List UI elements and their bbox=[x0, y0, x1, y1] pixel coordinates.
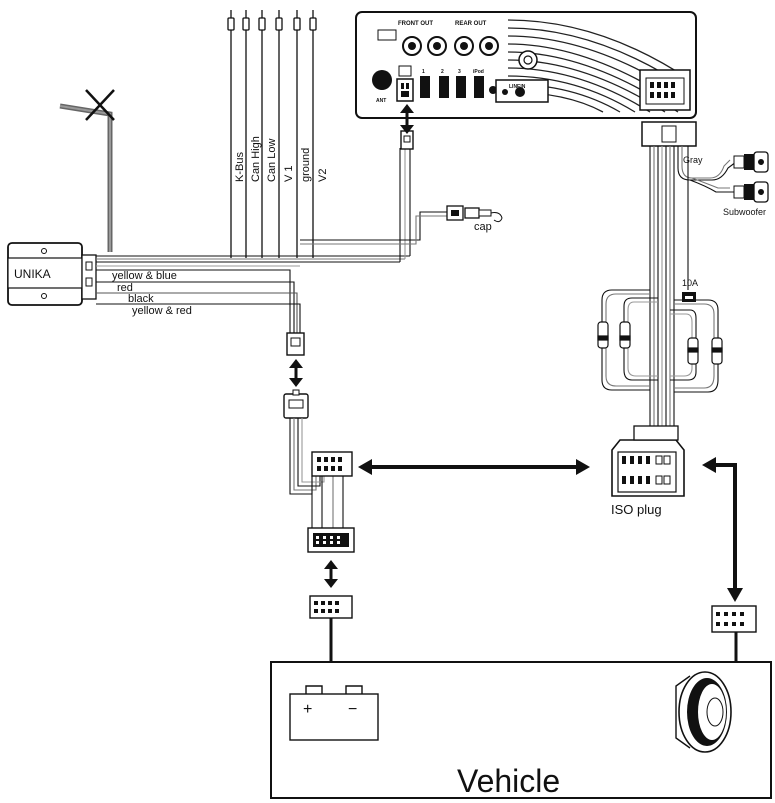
double-arrow-icon bbox=[289, 359, 303, 387]
unika-module: UNIKA bbox=[7, 242, 97, 306]
iso-harness: 10A Gray Subwoofer bbox=[597, 121, 769, 426]
rca-jack-icon bbox=[733, 151, 769, 173]
main-harness bbox=[96, 148, 448, 333]
bus-wire-label: V2 bbox=[317, 169, 329, 182]
wire-label-yellow-red: yellow & red bbox=[132, 305, 192, 317]
bus-wire-label: Can High bbox=[250, 136, 262, 182]
unika-harness-plug bbox=[286, 332, 305, 356]
speaker-icon bbox=[675, 671, 732, 753]
fuse-icon bbox=[682, 292, 696, 302]
rear-out-label: REAR OUT bbox=[455, 21, 487, 27]
cap-connector: cap bbox=[446, 205, 503, 233]
double-arrow-icon bbox=[358, 459, 590, 475]
unika-label: UNIKA bbox=[14, 267, 51, 281]
mating-plug bbox=[283, 389, 309, 419]
bus-wire-label: Can Low bbox=[266, 139, 278, 182]
elbow-arrow-icon bbox=[702, 457, 743, 602]
usb-port-label: 2 bbox=[441, 69, 444, 75]
vehicle-plug-left bbox=[309, 595, 353, 662]
wire-label-yellow-blue: yellow & blue bbox=[112, 270, 177, 282]
double-arrow-icon bbox=[324, 560, 338, 588]
module-wire-labels: yellow & blue red black yellow & red bbox=[112, 270, 192, 317]
wire-label-black: black bbox=[128, 293, 154, 305]
wire-label-red: red bbox=[117, 282, 133, 294]
gray-label: Gray bbox=[683, 155, 703, 165]
adapter-iso-plug bbox=[307, 527, 355, 553]
bus-wires bbox=[227, 10, 317, 258]
cap-label: cap bbox=[474, 221, 492, 233]
front-out-label: FRONT OUT bbox=[398, 21, 433, 27]
fuse-label: 10A bbox=[682, 278, 698, 288]
head-unit-iso-socket bbox=[639, 69, 691, 111]
antenna-jack-icon bbox=[372, 70, 392, 90]
battery-icon: + − bbox=[289, 685, 379, 741]
battery-plus-label: + bbox=[303, 701, 312, 718]
vehicle-plug-right bbox=[711, 605, 757, 662]
iso-plug: ISO plug bbox=[611, 425, 685, 517]
subwoofer-label: Subwoofer bbox=[723, 207, 766, 217]
rca-outputs bbox=[402, 36, 499, 56]
adapter-wires bbox=[289, 418, 344, 528]
antenna-cable bbox=[59, 89, 115, 252]
rca-jack-icon bbox=[733, 181, 769, 203]
bus-wire-label: K-Bus bbox=[234, 152, 246, 182]
head-unit: FRONT OUT REAR OUT ANT 1 2 3 iPod bbox=[355, 11, 697, 119]
linein-label: LINEIN bbox=[509, 84, 526, 90]
usb-ports: 1 2 3 iPod bbox=[420, 69, 484, 98]
usb-port-label: 1 bbox=[422, 69, 425, 75]
usb-port-label: 3 bbox=[458, 69, 461, 75]
battery-minus-label: − bbox=[348, 701, 357, 718]
ant-label: ANT bbox=[376, 98, 386, 104]
head-unit-plug bbox=[400, 130, 414, 150]
adapter-iso-socket bbox=[311, 451, 353, 477]
bus-wire-label: ground bbox=[300, 148, 312, 182]
bus-wire-labels: K-Bus Can High Can Low V 1 ground V2 bbox=[234, 136, 329, 182]
usb-port-label: iPod bbox=[473, 69, 484, 75]
iso-plug-label: ISO plug bbox=[611, 502, 662, 517]
double-arrow-icon bbox=[400, 104, 414, 134]
bus-wire-label: V 1 bbox=[283, 165, 295, 182]
vehicle-label: Vehicle bbox=[457, 763, 560, 799]
